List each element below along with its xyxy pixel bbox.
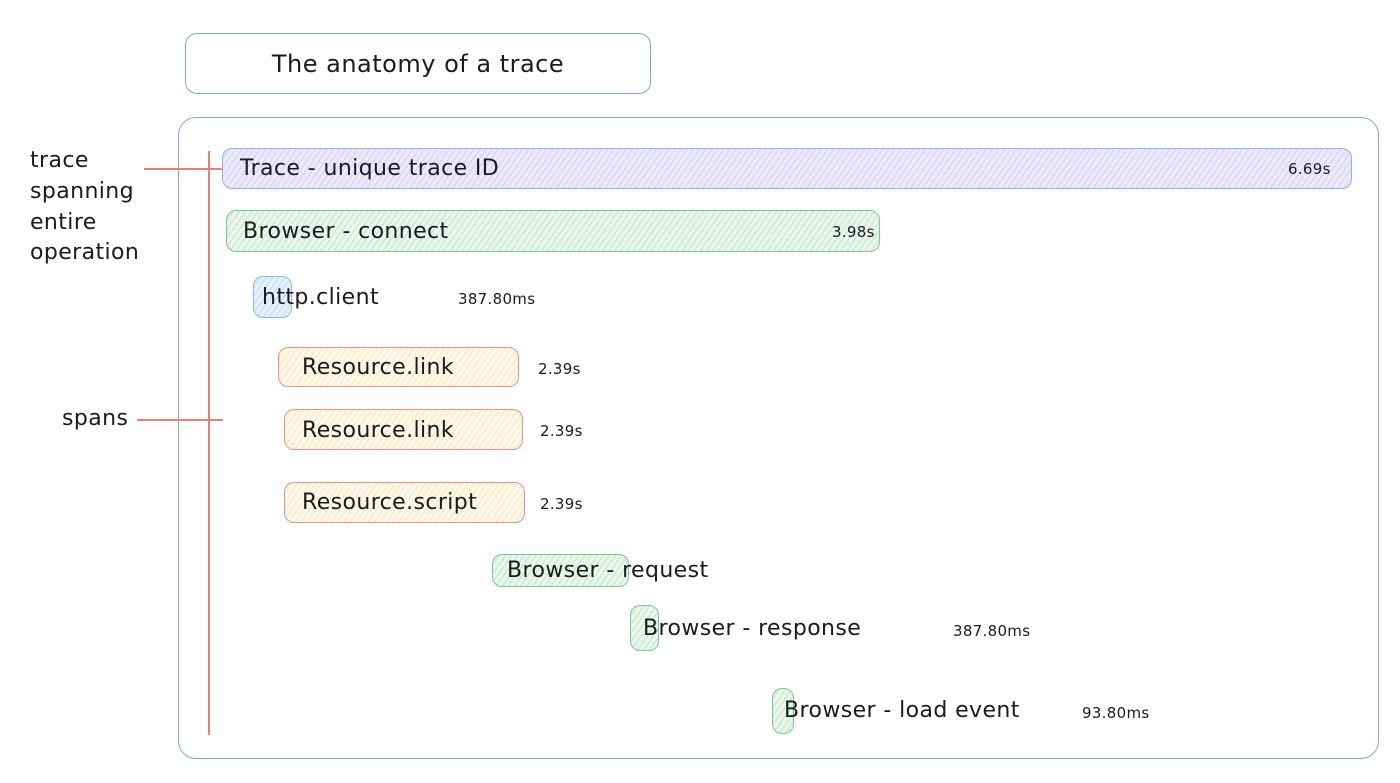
span-bar-trace — [222, 148, 1352, 189]
span-bar-browser-connect — [226, 210, 880, 252]
span-label-http-client: http.client — [262, 285, 379, 310]
span-bar-browser-request — [492, 554, 629, 587]
span-label-browser-connect: Browser - connect — [243, 219, 449, 244]
spans-pointer-line — [137, 419, 223, 421]
annotation-trace-spanning-entire-operation: trace spanning entire operation — [30, 148, 140, 266]
title-box: The anatomy of a trace — [185, 33, 651, 94]
trace-container-outline — [178, 117, 1379, 759]
span-duration-http-client: 387.80ms — [458, 290, 536, 308]
span-label-browser-load-event: Browser - load event — [784, 698, 1020, 723]
diagram-title: The anatomy of a trace — [271, 49, 565, 78]
span-bar-resource-link-1 — [278, 347, 519, 387]
spans-bracket-line — [208, 151, 210, 735]
span-label-browser-request: Browser - request — [507, 558, 709, 583]
span-bar-resource-script — [284, 482, 525, 523]
span-bar-browser-response — [630, 605, 659, 651]
span-label-resource-link-1: Resource.link — [302, 355, 454, 380]
span-bar-http-client — [253, 276, 292, 318]
annotation-spans: spans — [62, 406, 129, 431]
span-duration-trace: 6.69s — [1288, 160, 1331, 178]
span-duration-browser-response: 387.80ms — [953, 622, 1031, 640]
span-label-resource-link-2: Resource.link — [302, 418, 454, 443]
span-label-trace: Trace - unique trace ID — [240, 156, 500, 181]
span-duration-browser-load-event: 93.80ms — [1082, 704, 1150, 722]
span-duration-resource-link-1: 2.39s — [538, 360, 581, 378]
trace-pointer-line — [144, 168, 223, 170]
span-duration-resource-link-2: 2.39s — [540, 422, 583, 440]
span-bar-browser-load-event — [772, 688, 794, 734]
span-label-resource-script: Resource.script — [302, 490, 478, 515]
span-bar-resource-link-2 — [284, 409, 523, 450]
span-duration-resource-script: 2.39s — [540, 495, 583, 513]
span-duration-browser-connect: 3.98s — [832, 223, 875, 241]
span-label-browser-response: Browser - response — [643, 616, 862, 641]
